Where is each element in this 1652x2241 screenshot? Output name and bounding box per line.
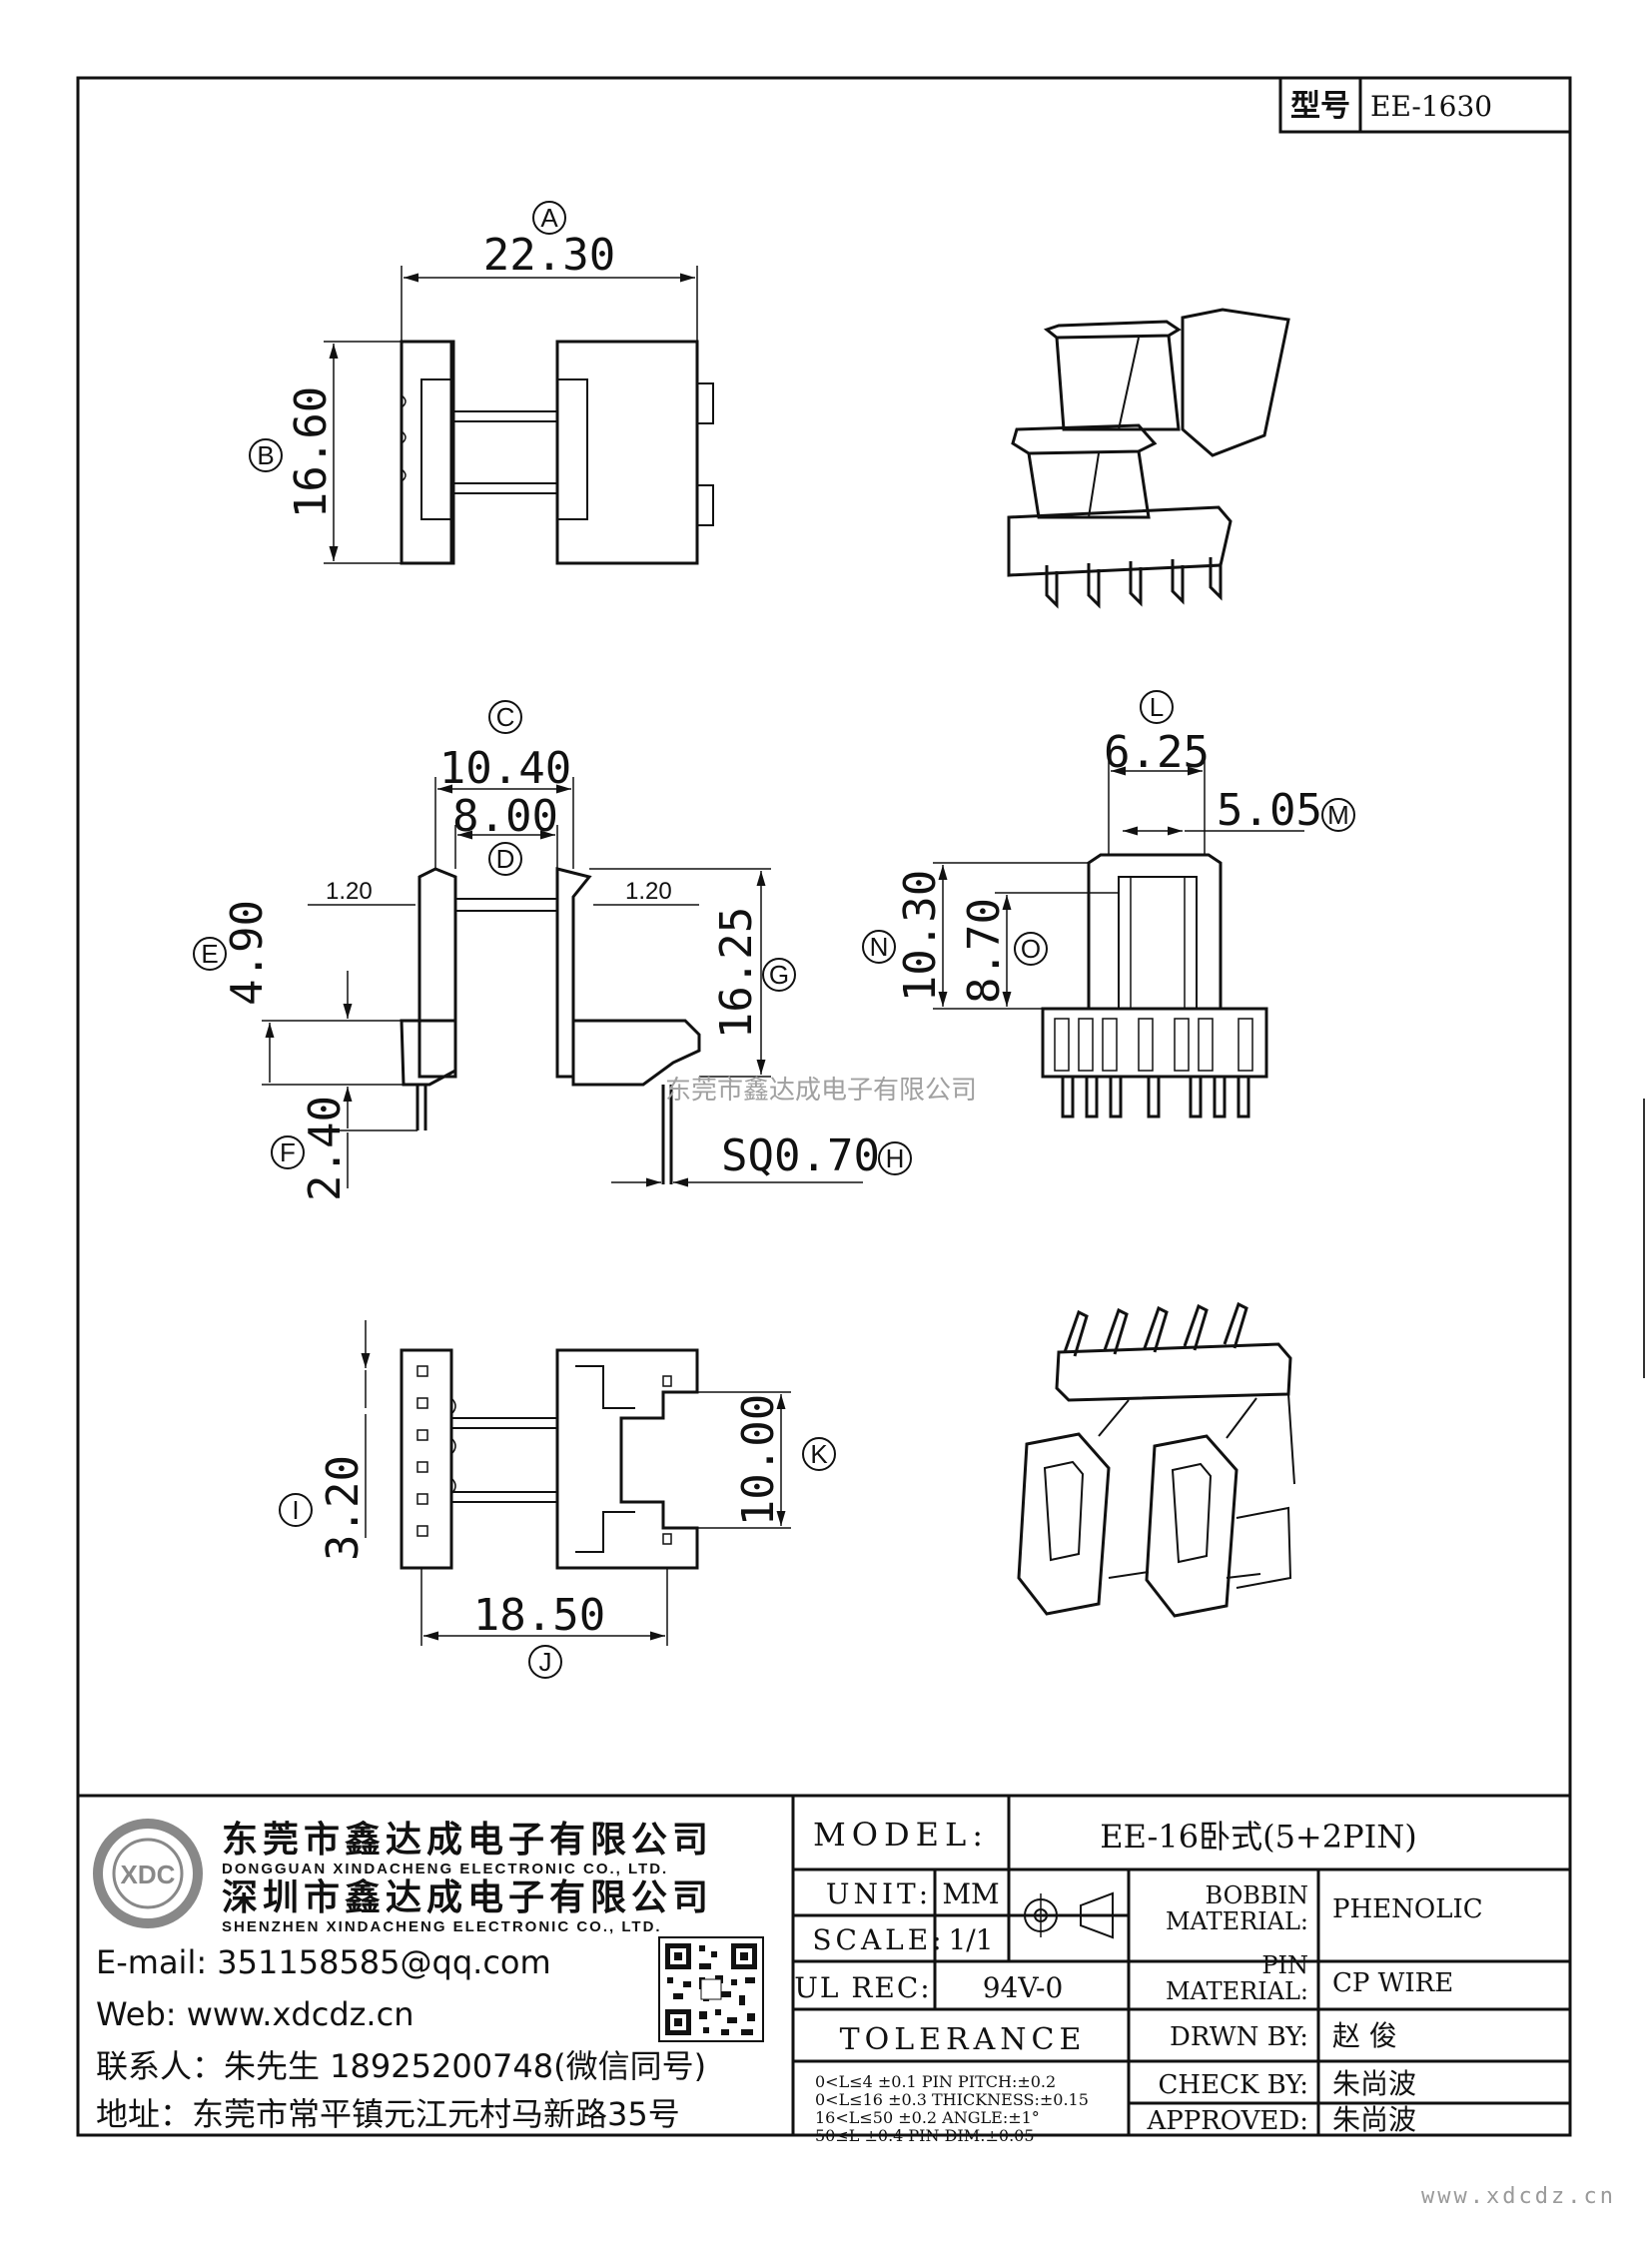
- title-block: MODEL: EE-16卧式(5+2PIN) UNIT: MM SCALE: 1…: [78, 1794, 1570, 2145]
- svg-text:A: A: [540, 203, 558, 233]
- scale-label: SCALE:: [812, 1923, 945, 1956]
- bobbin-label-1: BOBBIN: [1205, 1881, 1308, 1909]
- drawn-value: 赵 俊: [1332, 2019, 1397, 2052]
- svg-text:J: J: [539, 1647, 552, 1677]
- dim-B-value: 16.60: [286, 386, 337, 518]
- dim-flange-left: 1.20: [326, 878, 373, 905]
- pin-label-1: PIN: [1261, 1951, 1308, 1979]
- svg-text:N: N: [870, 932, 889, 962]
- front-view: 10.40 C 8.00 D 1.20 1.20 4.90 E 2.40 F 1: [193, 700, 912, 1201]
- ul-label: UL REC:: [794, 1971, 931, 2004]
- drawn-label: DRWN BY:: [1170, 2022, 1308, 2052]
- type-box: 型号 EE-1630: [1278, 76, 1572, 134]
- dim-M-value: 5.05: [1217, 785, 1322, 836]
- dim-flange-right: 1.20: [625, 878, 672, 905]
- dim-H-value: SQ0.70: [721, 1130, 880, 1181]
- svg-text:I: I: [292, 1495, 299, 1525]
- svg-text:F: F: [280, 1137, 296, 1167]
- svg-text:H: H: [886, 1143, 905, 1173]
- tol-line-4: 50≤L ±0.4 PIN DIM:±0.05: [815, 2126, 1035, 2145]
- check-label: CHECK BY:: [1159, 2070, 1309, 2100]
- company-logo: XDC: [93, 1819, 203, 1928]
- dim-I-value: 3.20: [318, 1455, 369, 1561]
- projection-symbol-icon: [1019, 1891, 1114, 1939]
- company-name-dongguan-en: DONGGUAN XINDACHENG ELECTRONIC CO., LTD.: [222, 1861, 668, 1877]
- svg-text:M: M: [1327, 800, 1349, 830]
- svg-text:K: K: [810, 1439, 828, 1469]
- type-label: 型号: [1290, 89, 1350, 124]
- isometric-view-top: [1007, 308, 1290, 609]
- company-address: 地址：东莞市常平镇元江元村马新路35号: [96, 2095, 680, 2133]
- isometric-view-bottom: [1017, 1301, 1295, 1618]
- svg-text:L: L: [1150, 692, 1164, 722]
- logo-text: XDC: [121, 1860, 176, 1889]
- bobbin-label-2: MATERIAL:: [1166, 1907, 1308, 1935]
- dim-D-value: 8.00: [452, 791, 558, 842]
- company-block: XDC 东莞市鑫达成电子有限公司 DONGGUAN XINDACHENG ELE…: [93, 1819, 764, 2133]
- unit-value: MM: [942, 1877, 999, 1910]
- company-web: Web: www.xdcdz.cn: [96, 1995, 413, 2033]
- scale-value: 1/1: [948, 1923, 993, 1956]
- drawing-frame: [76, 76, 1572, 2137]
- dim-E-value: 4.90: [222, 900, 273, 1006]
- check-value: 朱尚波: [1332, 2067, 1416, 2100]
- qr-code-icon: [658, 1936, 764, 2042]
- ul-value: 94V-0: [983, 1971, 1064, 2004]
- company-contact: 联系人：朱先生 18925200748(微信同号): [96, 2047, 706, 2085]
- company-email: E-mail: 351158585@qq.com: [96, 1943, 551, 1981]
- svg-text:B: B: [257, 440, 274, 470]
- type-value: EE-1630: [1370, 90, 1492, 123]
- model-label: MODEL:: [813, 1816, 989, 1854]
- footer-url: www.xdcdz.cn: [1421, 2184, 1616, 2209]
- tol-line-3: 16<L≤50 ±0.2 ANGLE:±1°: [815, 2108, 1040, 2127]
- dim-K-value: 10.00: [733, 1394, 784, 1526]
- approved-value: 朱尚波: [1332, 2103, 1416, 2136]
- tolerance-label: TOLERANCE: [840, 2022, 1087, 2057]
- dim-L-value: 6.25: [1104, 727, 1210, 778]
- dim-N-value: 10.30: [895, 870, 946, 1002]
- unit-label: UNIT:: [826, 1877, 932, 1910]
- top-view: 22.30 A 16.60 B: [249, 201, 714, 565]
- side-view: 6.25 L 5.05 M 10.30 N 8.70 O: [862, 690, 1355, 1119]
- svg-text:D: D: [496, 844, 515, 874]
- approved-label: APPROVED:: [1146, 2106, 1308, 2136]
- tol-line-2: 0<L≤16 ±0.3 THICKNESS:±0.15: [815, 2090, 1089, 2109]
- svg-text:E: E: [201, 939, 218, 969]
- dim-O-value: 8.70: [959, 898, 1010, 1004]
- model-value: EE-16卧式(5+2PIN): [1100, 1818, 1417, 1856]
- tol-line-1: 0<L≤4 ±0.1 PIN PITCH:±0.2: [815, 2072, 1056, 2091]
- dim-A-value: 22.30: [483, 230, 615, 281]
- pin-value: CP WIRE: [1332, 1968, 1453, 1998]
- bobbin-value: PHENOLIC: [1332, 1894, 1483, 1924]
- svg-text:G: G: [769, 960, 789, 990]
- bottom-view: 3.20 I 10.00 K 18.50 J: [279, 1320, 836, 1679]
- pin-label-2: MATERIAL:: [1166, 1977, 1308, 2005]
- watermark-text: 东莞市鑫达成电子有限公司: [665, 1075, 977, 1105]
- dim-J-value: 18.50: [473, 1590, 605, 1641]
- dim-F-value: 2.40: [300, 1096, 351, 1201]
- company-name-shenzhen: 深圳市鑫达成电子有限公司: [222, 1877, 713, 1918]
- svg-text:C: C: [496, 702, 515, 732]
- company-name-dongguan: 东莞市鑫达成电子有限公司: [222, 1820, 713, 1861]
- dim-C-value: 10.40: [439, 743, 571, 794]
- dim-G-value: 16.25: [711, 907, 762, 1039]
- company-name-shenzhen-en: SHENZHEN XINDACHENG ELECTRONIC CO., LTD.: [222, 1918, 662, 1935]
- svg-text:O: O: [1021, 934, 1041, 964]
